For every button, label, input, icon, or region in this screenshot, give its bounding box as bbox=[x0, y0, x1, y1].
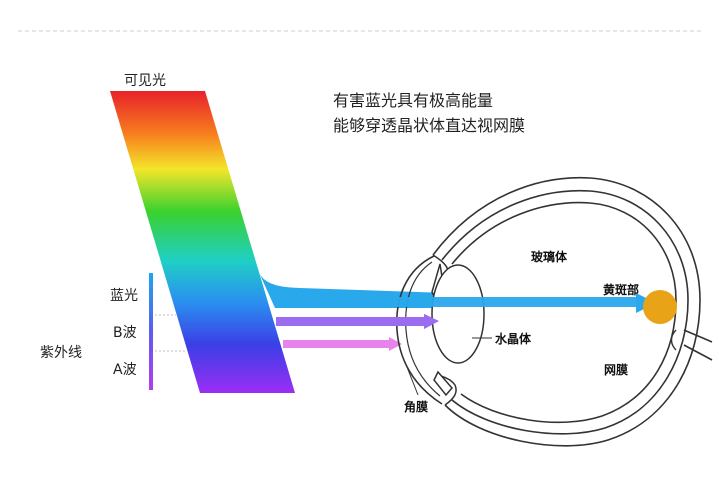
macula-label: 黄斑部 bbox=[603, 282, 639, 297]
macula-spot bbox=[643, 290, 677, 324]
vitreous-label: 玻璃体 bbox=[531, 249, 568, 264]
eyeball bbox=[432, 176, 701, 447]
cornea-leader bbox=[404, 361, 419, 396]
lens-label: 水晶体 bbox=[495, 331, 532, 346]
optic-nerve bbox=[683, 329, 713, 361]
crystalline-lens bbox=[431, 264, 485, 364]
sclera-outer bbox=[432, 176, 701, 447]
optic-disc bbox=[670, 329, 677, 351]
cornea-label: 角膜 bbox=[404, 399, 428, 414]
choroid-line bbox=[451, 201, 677, 424]
visible-spectrum bbox=[110, 91, 295, 393]
cornea-inner bbox=[405, 261, 441, 397]
b-wave-beam-end bbox=[395, 317, 425, 326]
a-wave-arrowhead bbox=[389, 337, 402, 351]
blue-light-label: 蓝光 bbox=[110, 288, 138, 304]
cornea bbox=[395, 255, 443, 405]
header-line-1: 有害蓝光具有极高能量 bbox=[333, 91, 493, 110]
visible-light-label: 可见光 bbox=[124, 73, 166, 89]
retina-label: 网膜 bbox=[604, 362, 628, 377]
b-wave-beam bbox=[276, 317, 426, 326]
a-wave-label: A波 bbox=[113, 362, 137, 378]
sclera-inner bbox=[441, 189, 689, 435]
b-wave-label: B波 bbox=[113, 325, 137, 341]
b-wave-tip bbox=[424, 314, 439, 329]
a-wave-beam bbox=[283, 340, 391, 348]
blue-beam-through-eye bbox=[395, 297, 640, 307]
uv-gradient-bar bbox=[149, 273, 153, 390]
header-line-2: 能够穿透晶状体直达视网膜 bbox=[333, 116, 525, 135]
uv-group-label: 紫外线 bbox=[40, 345, 82, 361]
